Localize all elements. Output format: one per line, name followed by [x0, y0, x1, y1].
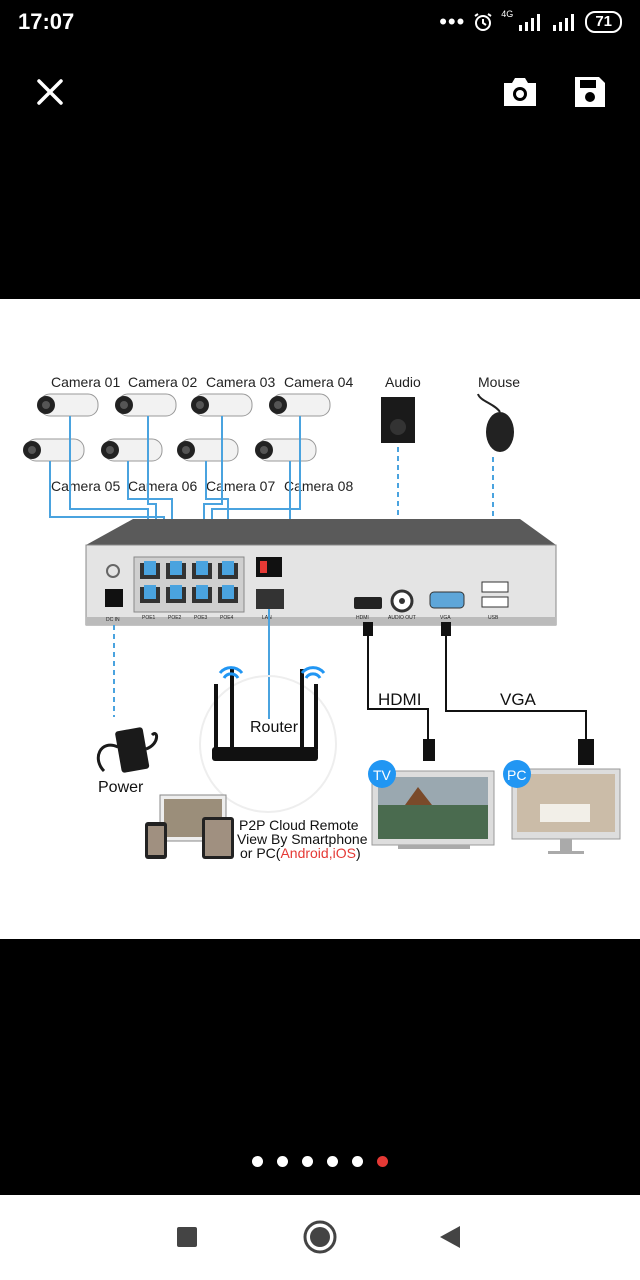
- status-bar: 17:07 ••• 4G 71: [0, 0, 640, 44]
- image-pager: [0, 1150, 640, 1172]
- mouse-label: Mouse: [478, 374, 520, 390]
- tv-badge: TV: [373, 767, 392, 783]
- camera-label: Camera 02: [128, 374, 197, 390]
- p2p-line-3: or PC(Android,iOS): [240, 845, 361, 861]
- p2p-line-2: View By Smartphone: [237, 831, 368, 847]
- signal-icon: [519, 14, 541, 31]
- camera-icon: [504, 78, 536, 106]
- close-icon: [37, 79, 63, 105]
- port-label: POE3: [194, 615, 208, 621]
- camera-label: Camera 04: [284, 374, 353, 390]
- signal-icon-2: [553, 14, 575, 31]
- port-label: LAN: [262, 615, 272, 621]
- hdmi-label: HDMI: [378, 690, 421, 709]
- back-icon: [440, 1226, 460, 1248]
- home-button[interactable]: [298, 1215, 342, 1259]
- more-notifications-icon: •••: [439, 9, 466, 34]
- camera-label: Camera 05: [51, 478, 120, 494]
- camera-icon: [115, 393, 177, 417]
- pc-monitor-icon: [511, 768, 621, 854]
- battery-level: 71: [585, 11, 622, 33]
- page-dot[interactable]: [277, 1155, 288, 1167]
- mouse-icon: [486, 412, 514, 452]
- page-dot[interactable]: [327, 1155, 338, 1167]
- viewer-toolbar: [0, 60, 640, 130]
- p2p-line-1: P2P Cloud Remote: [239, 817, 359, 833]
- vga-label: VGA: [500, 690, 537, 709]
- alarm-icon: [474, 13, 492, 31]
- audio-label: Audio: [385, 374, 421, 390]
- port-label: USB: [488, 615, 499, 621]
- camera-icon: [37, 393, 99, 417]
- camera-label: Camera 06: [128, 478, 197, 494]
- camera-label: Camera 01: [51, 374, 120, 390]
- port-label: POE4: [220, 615, 234, 621]
- camera-icon: [269, 393, 331, 417]
- page-dot-active[interactable]: [377, 1155, 388, 1167]
- router-label: Router: [250, 719, 299, 736]
- power-adapter-icon: [96, 727, 158, 773]
- home-icon: [303, 1220, 337, 1254]
- power-label: Power: [98, 779, 144, 796]
- status-time: 17:07: [18, 9, 75, 34]
- port-label: DC IN: [106, 617, 120, 623]
- camera-button[interactable]: [496, 68, 544, 116]
- save-button[interactable]: [566, 68, 614, 116]
- network-type: 4G: [501, 9, 514, 19]
- camera-icon: [101, 438, 163, 462]
- camera-icon: [191, 393, 253, 417]
- wifi-icon: [218, 666, 326, 679]
- port-label: HDMI: [356, 615, 369, 621]
- recent-apps-icon: [177, 1227, 197, 1247]
- remote-devices-icon: [145, 794, 234, 859]
- page-dot[interactable]: [302, 1155, 313, 1167]
- camera-label: Camera 03: [206, 374, 275, 390]
- router-icon: [212, 669, 318, 761]
- camera-label: Camera 08: [284, 478, 353, 494]
- system-nav-bar: [0, 1195, 640, 1280]
- camera-icon: [255, 438, 317, 462]
- camera-icon: [23, 438, 85, 462]
- camera-icon: [177, 438, 239, 462]
- pc-badge: PC: [507, 767, 526, 783]
- page-dot[interactable]: [252, 1155, 263, 1167]
- nvr-diagram: Camera 01 Camera 02 Camera 03 Camera 04: [23, 374, 621, 861]
- page-dot[interactable]: [352, 1155, 363, 1167]
- save-icon: [575, 77, 605, 107]
- port-label: POE2: [168, 615, 182, 621]
- port-label: VGA: [440, 615, 451, 621]
- recent-apps-button[interactable]: [165, 1215, 209, 1259]
- nvr-device: DC IN POE1 POE2 POE3 POE4 LAN HDMI AUDIO…: [85, 519, 557, 626]
- back-button[interactable]: [428, 1215, 472, 1259]
- status-icons: ••• 4G 71: [439, 8, 622, 36]
- camera-label: Camera 07: [206, 478, 275, 494]
- port-label: AUDIO OUT: [388, 615, 416, 621]
- port-label: POE1: [142, 615, 156, 621]
- product-image: Camera 01 Camera 02 Camera 03 Camera 04: [0, 299, 640, 939]
- close-button[interactable]: [26, 68, 74, 116]
